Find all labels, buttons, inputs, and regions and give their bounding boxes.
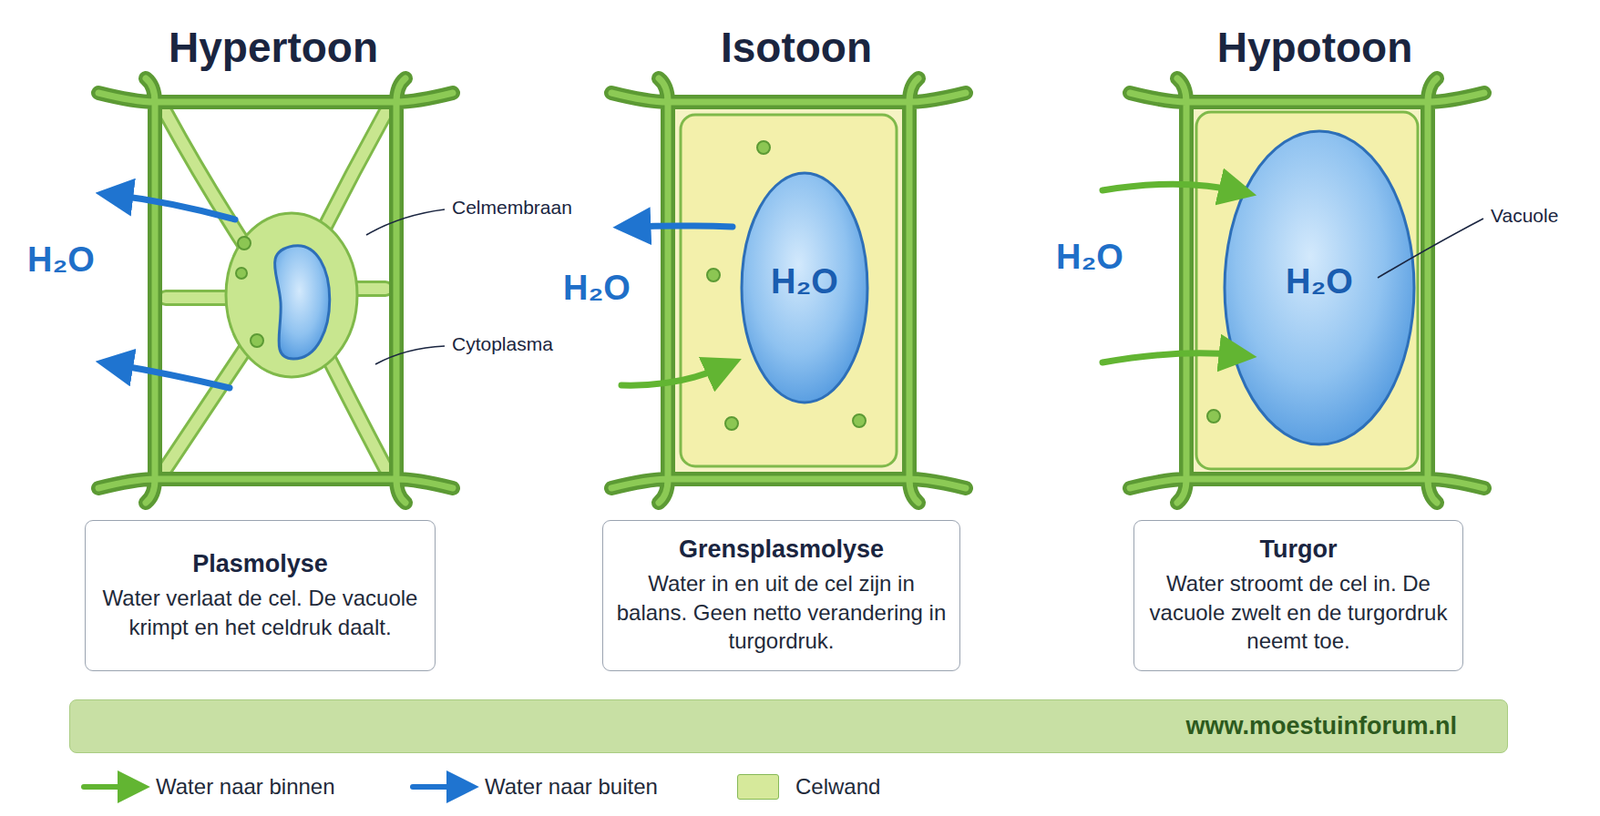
isotonic-cell — [611, 78, 966, 503]
box-heading: Grensplasmolyse — [678, 535, 884, 565]
part-label: Celmembraan — [451, 196, 573, 219]
box-body: Water stroomt de cel in. De vacuole zwel… — [1147, 569, 1450, 657]
website-url: www.moestuinforum.nl — [1185, 712, 1457, 741]
column-title: Hypertoon — [168, 23, 379, 72]
box-heading: Turgor — [1260, 535, 1338, 565]
turgid-cell — [1129, 78, 1485, 503]
water-label: H₂O — [27, 240, 95, 281]
legend-text: Celwand — [795, 774, 881, 800]
box-body: Water in en uit de cel zijn in balans. G… — [615, 569, 947, 657]
legend-text: Water naar buiten — [484, 774, 658, 800]
plasmolysed-cell — [98, 78, 453, 503]
water-label: H₂O — [1056, 237, 1124, 278]
legend-swatch — [737, 774, 780, 800]
water-label: H₂O — [770, 262, 839, 303]
water-label: H₂O — [563, 268, 631, 309]
column-title: Isotoon — [720, 23, 872, 72]
water-label: H₂O — [1285, 262, 1354, 303]
box-body: Water verlaat de cel. De vacuole krimpt … — [98, 584, 422, 642]
explanation-box: GrensplasmolyseWater in en uit de cel zi… — [602, 520, 961, 672]
column-title: Hypotoon — [1217, 23, 1414, 72]
explanation-box: PlasmolyseWater verlaat de cel. De vacuo… — [84, 520, 436, 672]
leader-lines — [366, 209, 1484, 365]
part-label: Vacuole — [1490, 205, 1559, 227]
part-label: Cytoplasma — [451, 333, 554, 356]
legend-text: Water naar binnen — [155, 774, 336, 800]
water-arrows — [112, 184, 1240, 389]
explanation-box: TurgorWater stroomt de cel in. De vacuol… — [1133, 520, 1464, 672]
website-band: www.moestuinforum.nl — [69, 699, 1508, 754]
box-heading: Plasmolyse — [192, 550, 329, 579]
